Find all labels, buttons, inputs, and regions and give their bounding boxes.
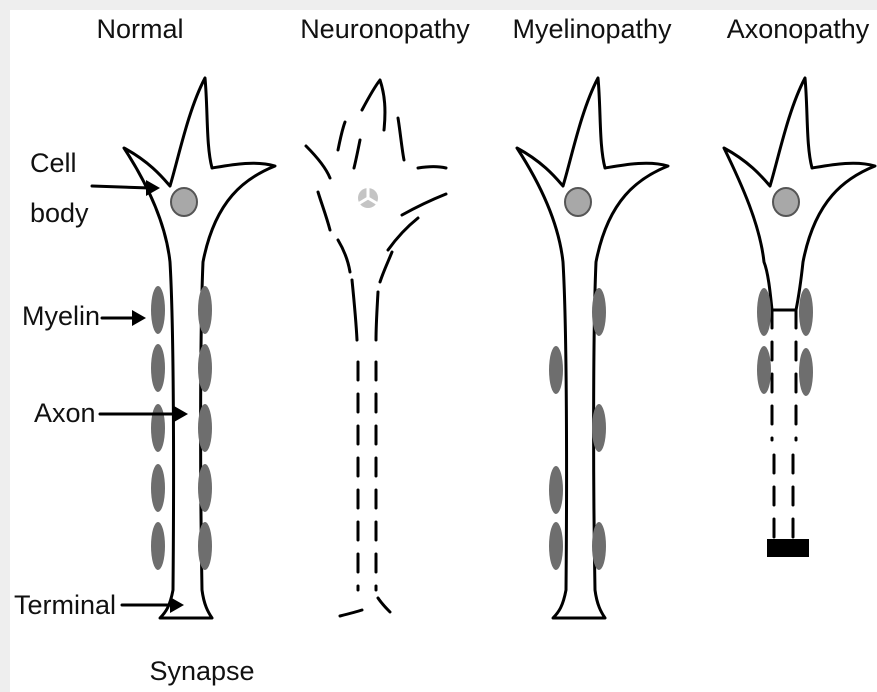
neuron-myelinopathy	[517, 78, 668, 618]
fragment	[338, 240, 350, 272]
label-body: body	[30, 198, 89, 228]
myelin-segment	[757, 288, 771, 336]
myelin-segment	[592, 404, 606, 452]
myelin-segment	[799, 348, 813, 396]
myelin-segment	[757, 346, 771, 394]
myelinopathy-neuron-outline	[517, 78, 668, 618]
myelin-segment	[549, 346, 563, 394]
title-normal: Normal	[96, 14, 183, 44]
myelinopathy-nucleus	[565, 188, 591, 216]
neuron-neuronopathy	[306, 80, 446, 616]
myelin-segment	[198, 404, 212, 452]
label-axon: Axon	[34, 398, 96, 428]
fragment	[402, 194, 446, 215]
label-cell: Cell	[30, 148, 77, 178]
label-synapse: Synapse	[149, 656, 254, 686]
fragment	[376, 292, 378, 340]
neuron-axonopathy	[724, 78, 875, 557]
label-terminal: Terminal	[14, 590, 116, 620]
fragment	[418, 167, 446, 169]
title-myelinopathy: Myelinopathy	[512, 14, 672, 44]
neuronopathy-fragmented-nucleus	[358, 186, 378, 208]
myelin-segment	[198, 344, 212, 392]
myelin-segment	[151, 464, 165, 512]
myelin-segment	[198, 464, 212, 512]
myelin-segment	[549, 522, 563, 570]
myelin-segment	[151, 522, 165, 570]
fragment	[340, 610, 362, 616]
myelin-segment	[592, 522, 606, 570]
axonopathy-nucleus	[773, 188, 799, 216]
label-myelin: Myelin	[22, 301, 100, 331]
myelin-segment	[151, 404, 165, 452]
myelin-segment	[549, 466, 563, 514]
fragment	[338, 122, 345, 150]
title-neuronopathy: Neuronopathy	[300, 14, 470, 44]
axon-arrow	[100, 406, 188, 422]
fragment	[306, 146, 330, 178]
myelin-segment	[151, 344, 165, 392]
fragment	[354, 140, 360, 168]
axonopathy-neuron-outline	[724, 78, 875, 310]
fragment	[380, 252, 392, 282]
fragment	[388, 218, 418, 250]
myelin-segment	[198, 522, 212, 570]
fragment	[362, 80, 385, 130]
myelin-segment	[198, 286, 212, 334]
normal-nucleus	[171, 188, 197, 216]
neuron-normal	[124, 78, 275, 618]
myelin-segment	[151, 286, 165, 334]
myelin-arrow	[102, 310, 146, 326]
cell-body-arrow	[92, 180, 160, 196]
myelin-segment	[592, 288, 606, 336]
fragment	[352, 280, 357, 340]
axonopathy-terminal-block	[767, 539, 809, 557]
fragment	[318, 192, 330, 230]
title-axonopathy: Axonopathy	[727, 14, 870, 44]
fragment	[378, 598, 390, 612]
fragment	[398, 118, 404, 160]
myelin-segment	[799, 288, 813, 336]
